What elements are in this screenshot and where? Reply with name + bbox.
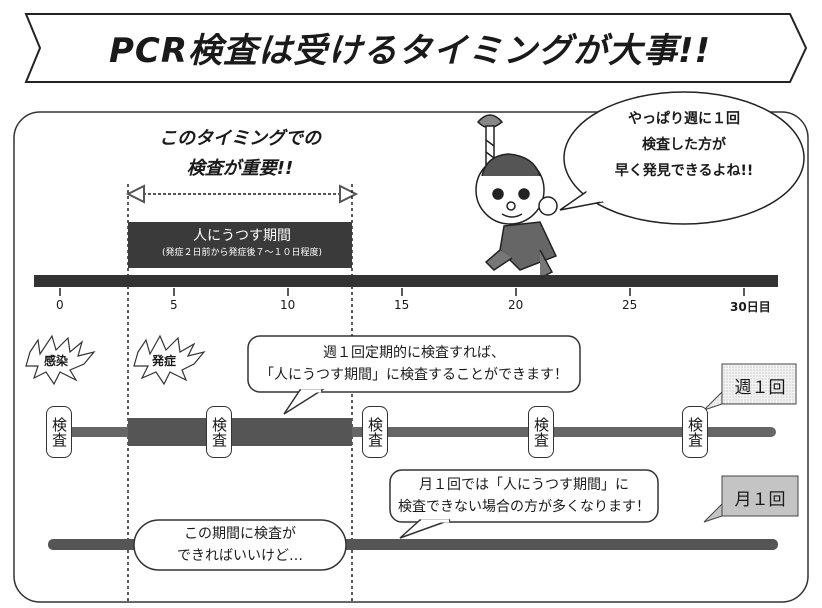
test-marker-weekly: 検査 (682, 406, 708, 458)
monthly-note-line: 月１回では「人にうつす期間」に (419, 477, 629, 493)
monthly-frequency-box (703, 475, 799, 523)
monthly-bubble-line: この期間に検査が (184, 526, 296, 542)
page-title: PCR検査は受けるタイミングが大事!! (108, 30, 712, 71)
infection-badge (25, 334, 96, 386)
timeline-axis (34, 275, 778, 287)
weekly-callout (247, 335, 581, 415)
title-banner (24, 13, 808, 83)
infectious-period-title: 人にうつす期間 (193, 228, 291, 244)
mascot-character (475, 114, 558, 279)
test-marker-weekly: 検査 (46, 406, 72, 458)
speech-line: 早く発見できるよね!! (614, 163, 754, 179)
axis-tick-label: 10 (280, 298, 296, 312)
axis-tick-label: 20 (508, 298, 524, 312)
monthly-note: 月１回では「人にうつす期間」に 検査できない場合の方が多くなります！ (392, 474, 656, 518)
axis-ticks (59, 288, 745, 296)
weekly-frequency-label: 週１回 (734, 378, 786, 398)
mascot-speech-text: やっぱり週に１回 検査した方が 早く発見できるよね!! (592, 106, 776, 184)
timing-caption-line: このタイミングでの (159, 128, 321, 149)
axis-tick-label: 25 (622, 298, 638, 312)
test-marker-weekly: 検査 (362, 406, 388, 458)
axis-tick-label: 30日目 (730, 300, 771, 314)
test-marker-weekly: 検査 (528, 406, 554, 458)
onset-label: 発症 (152, 354, 177, 368)
weekly-note-line: 週１回定期的に検査すれば、 (323, 345, 505, 361)
infectious-period-sublabel: (発症２日前から発症後７〜１０日程度) (161, 248, 323, 258)
monthly-bubble (133, 519, 347, 571)
speech-line: 検査した方が (642, 137, 726, 153)
timing-caption-line: 検査が重要!! (186, 158, 294, 179)
axis-tick-label: 15 (394, 298, 410, 312)
weekly-note-line: 「人にうつす期間」に検査することができます！ (260, 367, 568, 383)
timing-arrow (125, 184, 359, 204)
infection-label: 感染 (44, 354, 69, 368)
weekly-frequency-box (703, 363, 797, 411)
test-marker-weekly: 検査 (206, 406, 232, 458)
mascot-speech-bubble (559, 91, 805, 225)
axis-tick-label: 0 (56, 298, 64, 312)
monthly-callout (389, 469, 659, 539)
infectious-period-block (128, 222, 352, 268)
speech-line: やっぱり週に１回 (628, 111, 740, 127)
monthly-bubble-text: この期間に検査が できればいいけど… (136, 523, 344, 567)
onset-badge (133, 334, 206, 386)
weekly-bar-highlight (128, 418, 352, 446)
infectious-period-label: 人にうつす期間 (発症２日前から発症後７〜１０日程度) (128, 222, 356, 268)
monthly-frequency-label: 月１回 (734, 490, 786, 510)
weekly-note: 週１回定期的に検査すれば、 「人にうつす期間」に検査することができます！ (250, 342, 578, 386)
monthly-note-line: 検査できない場合の方が多くなります！ (398, 499, 650, 515)
monthly-bubble-line: できればいいけど… (177, 548, 303, 564)
timing-caption: このタイミングでの 検査が重要!! (128, 124, 352, 184)
axis-tick-label: 5 (170, 298, 178, 312)
main-frame (13, 111, 809, 603)
